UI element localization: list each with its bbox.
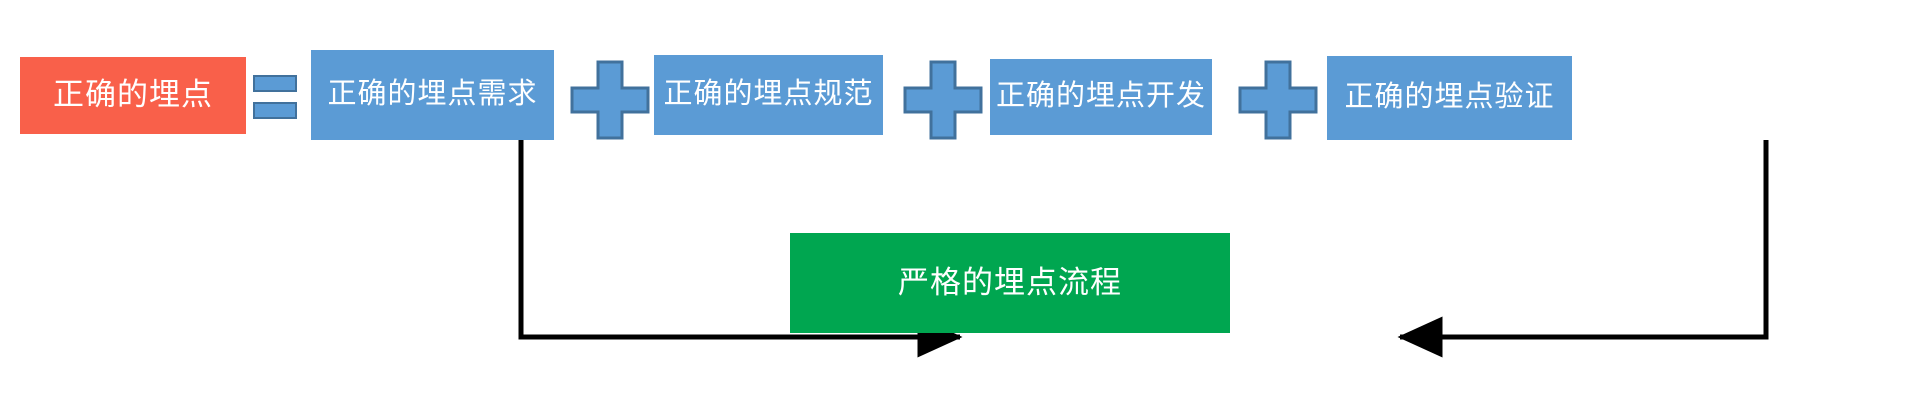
node-correct-tracking-validation[interactable]: 正确的埋点验证: [1327, 56, 1572, 140]
node-correct-tracking-spec[interactable]: 正确的埋点规范: [654, 55, 883, 135]
node-label: 正确的埋点规范: [663, 78, 874, 111]
node-correct-tracking[interactable]: 正确的埋点: [20, 57, 246, 134]
equals-icon: [253, 75, 297, 119]
equals-bar-top: [253, 75, 297, 92]
equals-bar-bottom: [253, 102, 297, 119]
node-strict-tracking-process[interactable]: 严格的埋点流程: [790, 233, 1230, 333]
node-correct-tracking-requirement[interactable]: 正确的埋点需求: [311, 50, 554, 140]
node-label: 严格的埋点流程: [898, 264, 1122, 300]
node-label: 正确的埋点验证: [1344, 81, 1555, 114]
node-label: 正确的埋点开发: [995, 80, 1206, 113]
connector-validation-to-process: [1397, 140, 1769, 358]
node-label: 正确的埋点: [53, 77, 213, 113]
node-label: 正确的埋点需求: [327, 78, 538, 111]
plus-icon: [1238, 60, 1318, 140]
plus-icon: [903, 60, 983, 140]
plus-icon: [570, 60, 650, 140]
node-correct-tracking-development[interactable]: 正确的埋点开发: [990, 59, 1212, 135]
